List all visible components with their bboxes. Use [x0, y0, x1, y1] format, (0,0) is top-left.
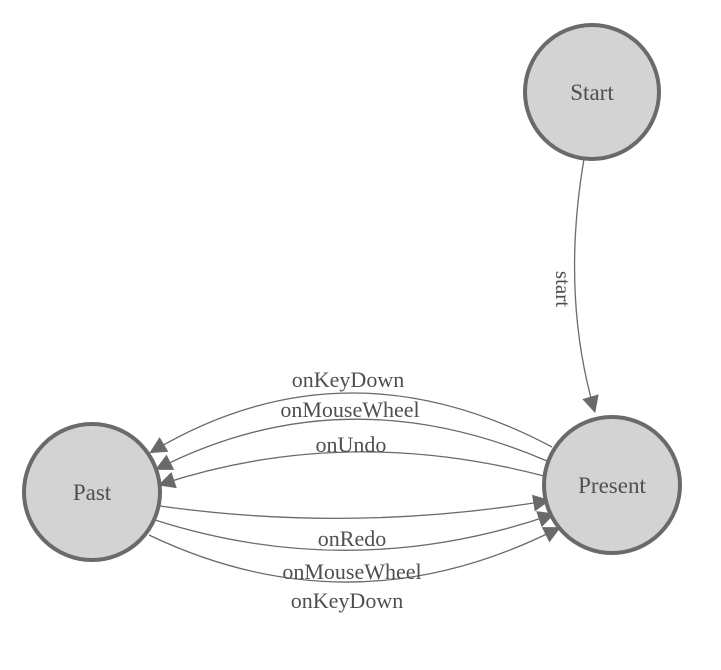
state-node-start-circle [523, 23, 661, 161]
edge-present-to-past-onundo [157, 451, 545, 489]
state-node-past: Past [22, 422, 162, 562]
state-node-start: Start [523, 23, 661, 161]
edge-start-to-present [573, 158, 599, 414]
state-node-present-circle [542, 415, 682, 555]
edge-present-to-past-onkeydown [149, 392, 553, 454]
state-node-present: Present [542, 415, 682, 555]
edge-label-onmousewheel-bottom: onMouseWheel [282, 559, 421, 584]
edge-past-to-present-onmousewheel [154, 511, 556, 551]
edge-label-start: start [551, 271, 575, 307]
edge-label-onkeydown-bottom: onKeyDown [291, 588, 403, 613]
edge-label-onundo: onUndo [316, 432, 387, 457]
edge-label-group: start onKeyDown onMouseWheel onUndo onRe… [280, 271, 575, 613]
edge-group [148, 158, 599, 583]
state-node-start-label: Start [570, 80, 614, 105]
state-node-present-label: Present [578, 473, 646, 498]
state-node-past-circle [22, 422, 162, 562]
edge-label-onkeydown-top: onKeyDown [292, 367, 404, 392]
state-node-past-label: Past [73, 480, 112, 505]
node-group: Start Present Past [22, 23, 682, 562]
edge-present-to-past-onmousewheel [155, 418, 548, 470]
edge-past-to-present-onredo [159, 494, 551, 520]
edge-label-onredo: onRedo [318, 526, 386, 551]
edge-past-to-present-onkeydown [148, 527, 561, 583]
edge-label-onmousewheel-top: onMouseWheel [280, 397, 419, 422]
